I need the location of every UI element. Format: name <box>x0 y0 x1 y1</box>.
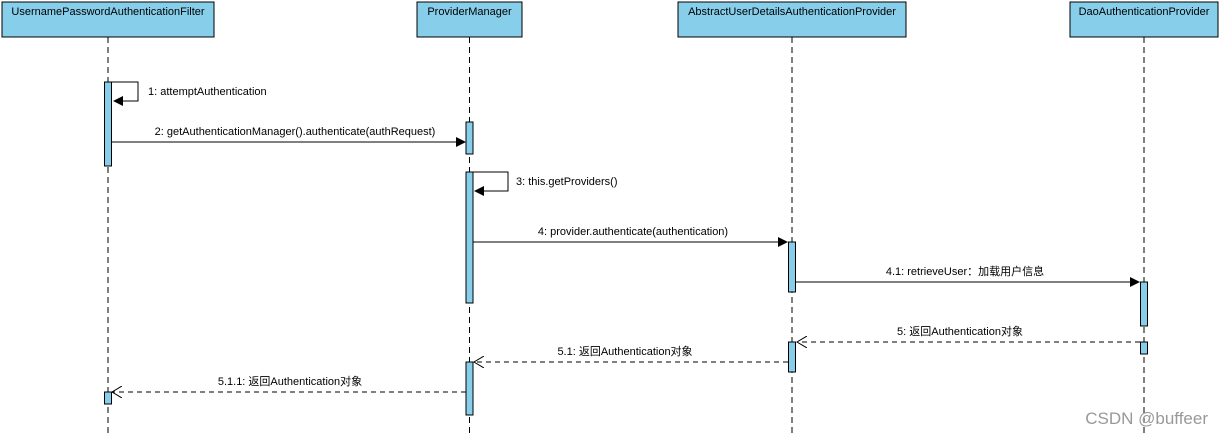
participant-providermanager: ProviderManager <box>416 1 523 38</box>
message-label: 3: this.getProviders() <box>516 176 617 188</box>
participant-daoauthenticationprovider: DaoAuthenticationProvider <box>1069 1 1219 38</box>
participant-label: ProviderManager <box>427 6 512 18</box>
message-4: 4: provider.authenticate(authentication) <box>473 226 788 247</box>
message-label: 5: 返回Authentication对象 <box>897 324 1023 338</box>
participant-abstractuserdetailsauthenticationprovider: AbstractUserDetailsAuthenticationProvide… <box>677 1 907 38</box>
participant-label: DaoAuthenticationProvider <box>1079 6 1210 18</box>
message-5: 5: 返回Authentication对象 <box>797 324 1140 342</box>
message-label: 4.1: retrieveUser：加载用户信息 <box>886 264 1044 278</box>
participant-usernamepasswordauthenticationfilter: UsernamePasswordAuthenticationFilter <box>1 1 215 38</box>
message-label: 4: provider.authenticate(authentication) <box>538 226 728 238</box>
activation-bar <box>788 341 796 373</box>
participant-label: AbstractUserDetailsAuthenticationProvide… <box>688 6 896 18</box>
message-label: 5.1: 返回Authentication对象 <box>557 344 692 358</box>
activation-bar <box>465 171 474 304</box>
activation-bar <box>788 241 796 293</box>
activation-bar <box>1140 341 1148 355</box>
activation-bar <box>104 391 112 405</box>
watermark: CSDN @buffeer <box>1085 409 1208 428</box>
activation-bar <box>465 121 474 155</box>
message-1: 1: attemptAuthentication <box>112 81 267 106</box>
activation-bar <box>104 81 112 167</box>
message-3: 3: this.getProviders() <box>473 171 617 196</box>
activation-bar <box>1140 281 1148 327</box>
message-5-1-1: 5.1.1: 返回Authentication对象 <box>112 374 466 392</box>
message-2: 2: getAuthenticationManager().authentica… <box>112 126 466 147</box>
participant-label: UsernamePasswordAuthenticationFilter <box>11 6 205 18</box>
message-label: 1: attemptAuthentication <box>148 86 267 98</box>
message-label: 5.1.1: 返回Authentication对象 <box>218 374 362 388</box>
message-5-1: 5.1: 返回Authentication对象 <box>474 344 788 362</box>
message-label: 2: getAuthenticationManager().authentica… <box>155 126 436 138</box>
message-4-1: 4.1: retrieveUser：加载用户信息 <box>796 264 1140 287</box>
activation-bar <box>465 361 474 416</box>
